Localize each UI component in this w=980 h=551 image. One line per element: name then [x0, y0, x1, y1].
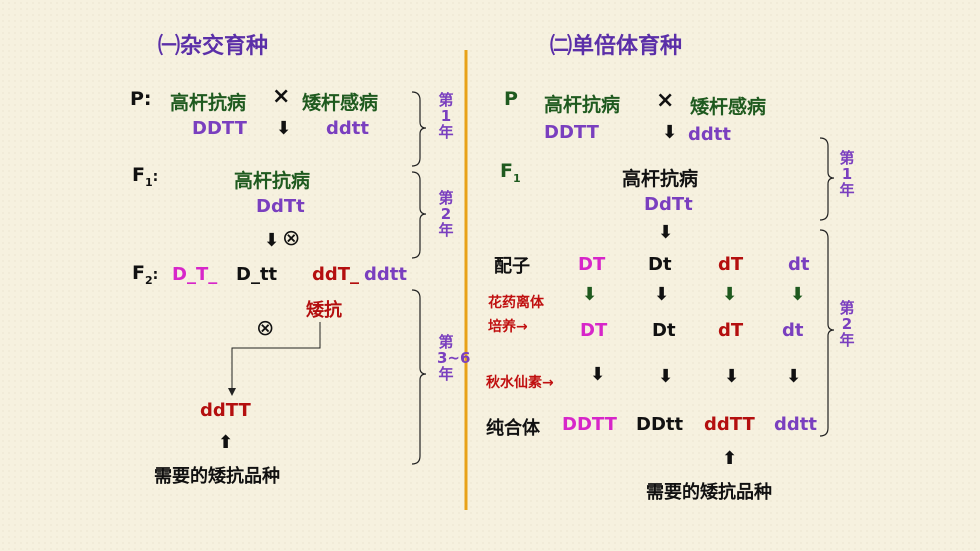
right-parent2: 矮杆感病 [690, 96, 767, 118]
selfing-icon: ⊗ [282, 226, 301, 251]
right-year1-label: 第1年 [839, 149, 855, 199]
left-p-label: P: [130, 88, 152, 110]
arrow-down-h4: ⬇ [786, 366, 802, 387]
anther-culture-label-1: 花药离体 [488, 295, 544, 311]
pure-ddtt: ddtt [774, 414, 817, 435]
right-arrow-down-2: ⬇ [658, 222, 674, 243]
right-cross-symbol: × [656, 88, 675, 113]
right-year2-label: 第2年 [839, 299, 855, 349]
gamete-Dt: Dt [648, 254, 672, 275]
right-parent1: 高杆抗病 [544, 94, 621, 116]
right-genotype2: ddtt [688, 124, 731, 145]
right-f1-phenotype: 高杆抗病 [622, 168, 699, 190]
selfing-flow-line [231, 322, 321, 392]
left-result-genotype: ddTT [200, 400, 251, 421]
flow-arrowhead [228, 388, 236, 396]
arrow-down-h1: ⬇ [590, 364, 606, 385]
left-arrow-down-2: ⬇ [264, 230, 280, 251]
gamete-label: 配子 [494, 256, 530, 277]
arrow-down-h3: ⬇ [724, 366, 740, 387]
left-arrow-up: ⬆ [218, 432, 234, 453]
right-arrow-up: ⬆ [722, 448, 738, 469]
left-genotype1: DDTT [192, 118, 247, 139]
left-year3-label: 第3~6年 [437, 333, 471, 383]
haploid-dt: dt [782, 320, 804, 341]
pure-ddTT: ddTT [704, 414, 755, 435]
left-f2-genotype3: ddT_ [312, 264, 360, 285]
pure-line-label: 纯合体 [486, 418, 540, 439]
arrow-down-g4: ⬇ [790, 284, 806, 305]
brace-year3-left [411, 289, 427, 465]
left-cross-symbol: × [272, 84, 291, 109]
left-f1-label: F1: [132, 164, 159, 189]
left-year2-label: 第2年 [438, 189, 454, 239]
left-parent2: 矮杆感病 [302, 92, 379, 114]
anther-culture-label-2: 培养→ [488, 319, 528, 335]
arrow-down-h2: ⬇ [658, 366, 674, 387]
right-title: ㈡单倍体育种 [550, 34, 683, 59]
arrow-down-g1: ⬇ [582, 284, 598, 305]
selfing-icon-2: ⊗ [256, 316, 275, 341]
brace-year1-right [819, 137, 835, 221]
left-f1-genotype: DdTt [256, 196, 305, 217]
right-p-label: P [504, 88, 518, 110]
left-dwarf-resistant: 矮抗 [306, 300, 342, 321]
right-needed-variety: 需要的矮抗品种 [646, 482, 772, 503]
right-f1-label: F1 [500, 160, 521, 185]
pure-DDTT: DDTT [562, 414, 617, 435]
haploid-DT: DT [580, 320, 608, 341]
right-arrow-down-1: ⬇ [662, 122, 678, 143]
brace-year2-right [819, 229, 835, 437]
right-f1-genotype: DdTt [644, 194, 693, 215]
left-title: ㈠杂交育种 [158, 34, 269, 59]
left-f1-phenotype: 高杆抗病 [234, 170, 311, 192]
gamete-dT: dT [718, 254, 744, 275]
gamete-DT: DT [578, 254, 606, 275]
right-genotype1: DDTT [544, 122, 599, 143]
brace-year1-left [411, 91, 427, 167]
brace-year2-left [411, 171, 427, 259]
left-parent1: 高杆抗病 [170, 92, 247, 114]
left-year1-label: 第1年 [438, 91, 454, 141]
pure-DDtt: DDtt [636, 414, 684, 435]
arrow-down-g2: ⬇ [654, 284, 670, 305]
left-f2-genotype2: D_tt [236, 264, 278, 285]
left-f2-genotype1: D_T_ [172, 264, 218, 285]
haploid-Dt: Dt [652, 320, 676, 341]
left-genotype2: ddtt [326, 118, 369, 139]
haploid-dT: dT [718, 320, 744, 341]
colchicine-label: 秋水仙素→ [486, 375, 554, 391]
arrow-down-g3: ⬇ [722, 284, 738, 305]
left-f2-label: F2: [132, 262, 159, 287]
left-needed-variety: 需要的矮抗品种 [154, 466, 280, 487]
left-f2-genotype4: ddtt [364, 264, 407, 285]
left-arrow-down-1: ⬇ [276, 118, 292, 139]
gamete-dt: dt [788, 254, 810, 275]
